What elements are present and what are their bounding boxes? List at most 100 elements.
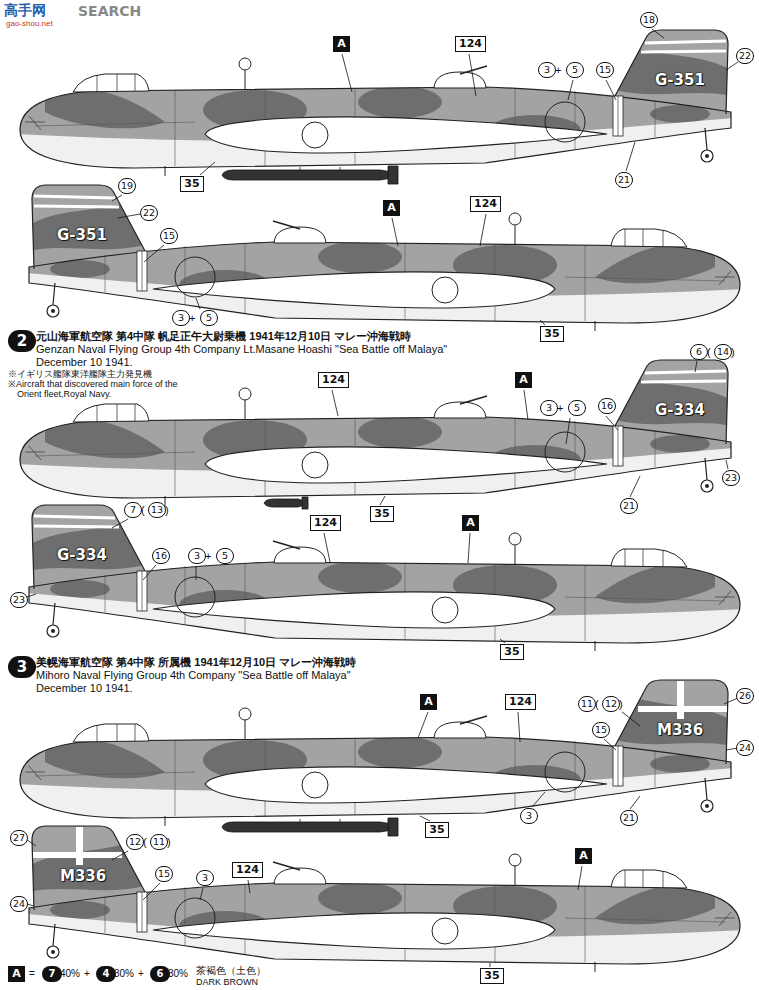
color-mix-number: 7 — [42, 966, 62, 982]
color-callout-dark: A — [383, 200, 400, 216]
decal-number: 23 — [10, 592, 28, 608]
leader-line — [606, 80, 616, 100]
leader-line — [630, 796, 640, 809]
tail-code: G-334 — [655, 401, 705, 419]
callout-number: 35 — [544, 327, 560, 341]
callout-number: 35 — [184, 177, 200, 191]
leader-line — [196, 298, 200, 309]
color-callout: 124 — [470, 196, 501, 212]
decal-number: 22 — [140, 205, 158, 221]
callout-number: 5 — [567, 63, 583, 77]
leader-line — [143, 883, 160, 900]
leader-line — [518, 712, 520, 742]
leader-line — [540, 320, 545, 325]
fin-stripes — [34, 196, 119, 207]
leader-line — [200, 162, 215, 175]
leader-line — [524, 390, 528, 420]
decal-number: 3 — [520, 808, 538, 824]
color-callout: 35 — [480, 968, 504, 984]
paren: ) — [619, 696, 623, 712]
leader-line — [144, 245, 164, 262]
decal-number: 15 — [155, 866, 173, 882]
callout-number: 124 — [509, 695, 532, 709]
callout-number: 5 — [201, 311, 217, 325]
color-callout: 124 — [505, 694, 536, 710]
decal-number: 21 — [620, 810, 638, 826]
aircraft-profile — [15, 680, 735, 830]
color-mix-number: 6 — [150, 966, 170, 982]
leader-line — [143, 565, 156, 580]
decal-number: 12 — [126, 834, 144, 850]
decal-number: 21 — [615, 172, 633, 188]
color-name: 茶褐色（土色） — [196, 963, 266, 979]
mix-text: + — [138, 966, 144, 982]
decal-number: 24 — [10, 896, 28, 912]
decal-number: 3 — [188, 548, 206, 564]
callout-number: 15 — [597, 63, 613, 77]
plus-sign: + — [555, 62, 561, 78]
callout-number: 15 — [593, 723, 609, 737]
decal-number: 3 — [538, 62, 556, 78]
decal-number: 3 — [172, 310, 190, 326]
decal-number: 16 — [152, 548, 170, 564]
tail-code: M336 — [657, 721, 703, 739]
decal-number: 23 — [722, 470, 740, 486]
paren: ( — [143, 834, 147, 850]
tail-code: G-351 — [655, 71, 705, 89]
fin-cross — [33, 827, 122, 865]
paren: ) — [165, 502, 169, 518]
callout-number: 11 — [579, 697, 595, 711]
decal-number: 3 — [196, 870, 214, 886]
callout-number: 124 — [459, 37, 482, 51]
callout-number: 13 — [149, 503, 165, 517]
callout-number: 22 — [141, 206, 157, 220]
callout-number: 4 — [96, 966, 116, 982]
mix-text: + — [84, 966, 90, 982]
tail-code: M336 — [60, 867, 106, 885]
leader-line — [695, 361, 697, 372]
leader-line — [490, 963, 491, 967]
leader-lines — [27, 29, 738, 967]
callout-number: 21 — [621, 499, 637, 513]
callout-number: 15 — [161, 229, 177, 243]
color-callout-dark: A — [333, 36, 350, 52]
mix-text: 40% — [60, 966, 80, 982]
callout-number: 5 — [569, 401, 585, 415]
callout-number: 35 — [504, 645, 520, 659]
callout-number: 18 — [641, 13, 657, 27]
color-callout: 35 — [540, 326, 564, 342]
decal-number: 5 — [216, 548, 234, 564]
leader-line — [568, 80, 573, 100]
bomb — [264, 497, 308, 509]
callout-number: 24 — [11, 897, 27, 911]
callout-number: 27 — [11, 831, 27, 845]
aircraft-profile — [25, 185, 745, 335]
leader-line — [468, 533, 470, 563]
leader-line — [604, 739, 616, 750]
callout-number: 23 — [723, 471, 739, 485]
decal-number: 18 — [640, 12, 658, 28]
heading: Mihoro Naval Flying Group 4th Company "S… — [36, 669, 351, 682]
color-callout-dark: A — [462, 515, 479, 531]
color-callout: 35 — [500, 644, 524, 660]
leader-line — [630, 476, 640, 497]
note: ※Aircraft that discovered main force of … — [8, 379, 202, 399]
torpedo — [222, 166, 398, 184]
leader-line — [27, 904, 34, 906]
plus-sign: + — [205, 548, 211, 564]
leader-line — [27, 594, 36, 597]
leader-line — [469, 54, 476, 96]
leader-line — [112, 851, 128, 860]
fin-stripes — [34, 516, 119, 527]
heading: December 10 1941. — [36, 682, 133, 695]
color-callout-dark: A — [420, 694, 437, 710]
decal-number: 16 — [598, 398, 616, 414]
decal-number: 5 — [568, 400, 586, 416]
leader-line — [380, 496, 385, 505]
mix-text: = — [29, 966, 35, 982]
section-number: 3 — [8, 656, 36, 678]
leader-line — [196, 566, 197, 580]
mix-text: 30% — [114, 966, 134, 982]
paren: ) — [167, 834, 171, 850]
color-callout: 124 — [318, 372, 349, 388]
